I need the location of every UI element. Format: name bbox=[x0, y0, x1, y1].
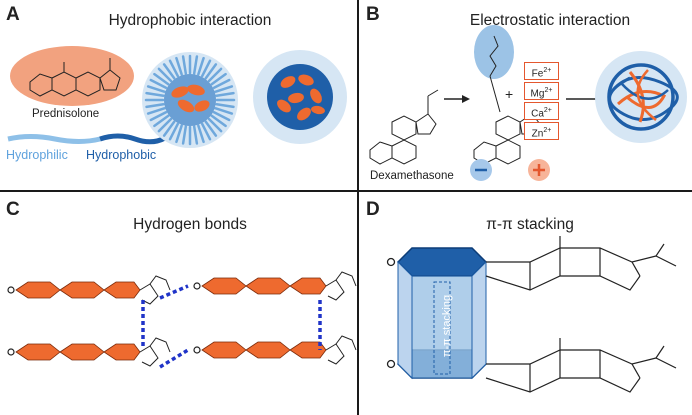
plus-sign: + bbox=[505, 86, 514, 102]
plus-icon bbox=[528, 159, 550, 181]
stacking-core bbox=[433, 281, 451, 375]
micelle-chain bbox=[204, 120, 218, 137]
micelle-chain bbox=[212, 78, 231, 89]
prednisolone-label: Prednisolone bbox=[32, 108, 100, 120]
micelle-chain bbox=[204, 63, 218, 80]
hydrophilic-chain bbox=[7, 134, 101, 144]
minus-icon bbox=[470, 159, 492, 181]
panel-letter-d: D bbox=[366, 199, 380, 220]
micelle-chain bbox=[192, 55, 199, 75]
panel-d-title: π-π stacking bbox=[486, 216, 574, 233]
micelle-chain bbox=[197, 124, 205, 144]
micelle-chain bbox=[207, 67, 223, 83]
ion-fe: Fe2+ bbox=[524, 62, 559, 80]
micelle-chain bbox=[149, 111, 168, 122]
micelle-chain bbox=[207, 117, 223, 133]
carboxyl-group-highlight bbox=[474, 25, 514, 79]
micelle-chain bbox=[214, 107, 234, 115]
network-nanoparticle-icon bbox=[595, 51, 687, 143]
micelle-chain bbox=[146, 107, 166, 115]
panel-c-title: Hydrogen bonds bbox=[133, 216, 247, 233]
lower-steroid-skeleton bbox=[485, 338, 677, 393]
steroid-unit bbox=[193, 271, 357, 301]
micelle-chain bbox=[162, 120, 176, 137]
micelle-chain bbox=[153, 114, 170, 128]
micelle-chain bbox=[146, 85, 166, 93]
steroid-unit bbox=[7, 337, 171, 367]
prednisolone-skeleton bbox=[29, 58, 121, 97]
horizontal-divider bbox=[0, 190, 692, 192]
micelle-chain bbox=[157, 117, 173, 133]
micelle-chain bbox=[201, 59, 212, 78]
micelle-chain bbox=[175, 124, 183, 144]
panel-a-title: Hydrophobic interaction bbox=[108, 12, 272, 29]
micelle-chain bbox=[201, 122, 212, 141]
micelle-chain bbox=[192, 125, 199, 145]
micelle-chain bbox=[145, 102, 165, 109]
micelle-chain bbox=[181, 125, 188, 145]
micelle-chain bbox=[149, 78, 168, 89]
micelle-chain bbox=[153, 72, 170, 86]
micelle-chain bbox=[212, 111, 231, 122]
micelle-chain bbox=[175, 56, 183, 76]
micelle-chain bbox=[210, 72, 227, 86]
dexamethasone-skeleton bbox=[369, 89, 439, 165]
micelle-icon bbox=[142, 52, 238, 148]
micelle-chain bbox=[215, 102, 235, 109]
dexamethasone-label: Dexamethasone bbox=[370, 170, 454, 182]
stack-label: π-π stacking bbox=[441, 294, 453, 358]
micelle-chain bbox=[162, 63, 176, 80]
hydrophilic-label: Hydrophilic bbox=[6, 148, 68, 162]
micelle-chain bbox=[181, 55, 188, 75]
ion-mg: Mg2+ bbox=[524, 82, 559, 100]
steroid-unit bbox=[193, 335, 357, 365]
micelle-chain bbox=[145, 91, 165, 98]
top-aromatic-ring bbox=[396, 247, 488, 277]
micelle-chain bbox=[168, 122, 179, 141]
nanoparticle-icon bbox=[253, 50, 347, 144]
upper-steroid-skeleton bbox=[485, 236, 677, 291]
hydrogen-bonds bbox=[141, 284, 322, 369]
micelle-chain bbox=[197, 56, 205, 76]
micelle-chain bbox=[168, 59, 179, 78]
ion-ca: Ca2+ bbox=[524, 102, 559, 120]
panel-letter-a: A bbox=[6, 4, 20, 25]
micelle-chain bbox=[210, 114, 227, 128]
micelle-chain bbox=[214, 85, 234, 93]
hydrophobic-label: Hydrophobic bbox=[86, 148, 157, 162]
panel-letter-b: B bbox=[366, 4, 380, 25]
micelle-chain bbox=[215, 91, 235, 98]
vertical-divider bbox=[357, 0, 359, 415]
steroid-unit bbox=[7, 275, 171, 305]
panel-b-title: Electrostatic interaction bbox=[469, 12, 631, 29]
micelle-chain bbox=[157, 67, 173, 83]
steroid-group bbox=[7, 271, 357, 367]
hydrophobic-chain bbox=[99, 133, 167, 145]
ion-zn: Zn2+ bbox=[524, 122, 559, 140]
panel-letter-c: C bbox=[6, 199, 20, 220]
